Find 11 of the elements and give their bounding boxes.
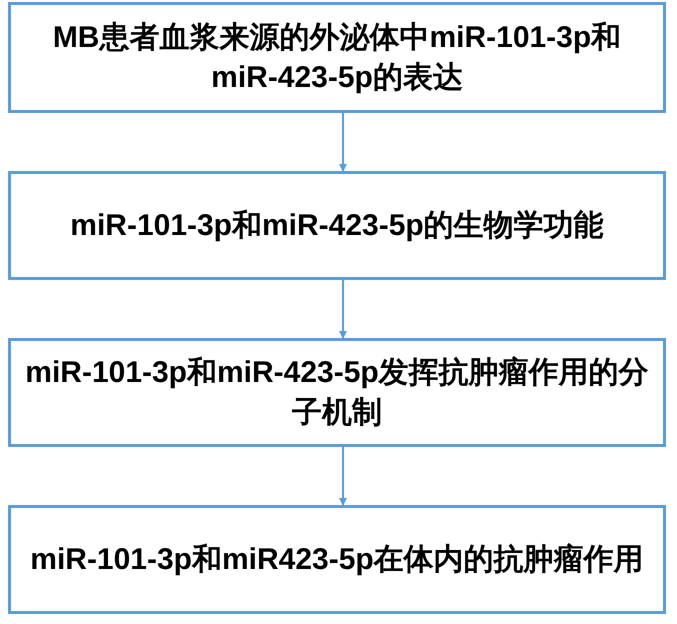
arrow <box>339 113 347 172</box>
box-text: MB患者血浆来源的外泌体中miR-101-3p和miR-423-5p的表达 <box>52 20 622 96</box>
box-text: miR-101-3p和miR423-5p在体内的抗肿瘤作用 <box>30 542 644 578</box>
process-box <box>8 338 666 447</box>
process-box <box>8 505 666 614</box>
process-box <box>8 171 666 280</box>
process-box <box>8 2 666 113</box>
arrow <box>339 447 347 506</box>
box-text: miR-101-3p和miR-423-5p发挥抗肿瘤作用的分子机制 <box>25 354 649 430</box>
arrow <box>339 280 347 339</box>
box-text: miR-101-3p和miR-423-5p的生物学功能 <box>70 208 604 244</box>
